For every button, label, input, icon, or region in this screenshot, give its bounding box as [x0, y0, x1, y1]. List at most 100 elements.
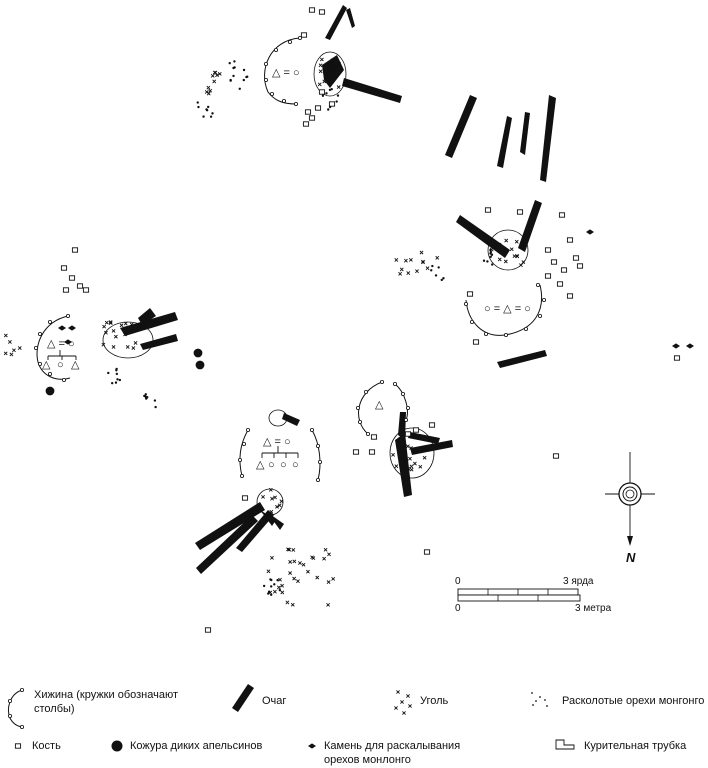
hut-post — [38, 331, 43, 336]
bone — [308, 115, 316, 121]
hearth — [456, 215, 510, 258]
nut-shell-dot — [276, 578, 279, 582]
hearth — [325, 5, 347, 40]
charcoal-mark — [131, 346, 136, 351]
charcoal-mark — [318, 63, 323, 68]
nut-shell-dot — [270, 593, 273, 596]
nut-shell-dot — [118, 378, 122, 382]
nut-shell-dot — [145, 397, 148, 400]
nut-shell-dot — [110, 381, 114, 385]
nut-cracking-stone — [68, 325, 76, 331]
bone — [314, 105, 322, 111]
bone — [472, 339, 480, 345]
hut-post — [403, 417, 408, 422]
nut-shell-dot — [115, 369, 118, 372]
bone — [241, 495, 249, 501]
nut-shell-dot — [437, 266, 440, 269]
nut-shell-dot — [116, 378, 119, 381]
nut-shell-dot — [238, 87, 241, 91]
bone — [466, 291, 474, 297]
legend-symbols — [7, 684, 575, 752]
hearth — [497, 116, 512, 168]
charcoal-mark — [17, 346, 22, 351]
scale-meters-label: 3 метра — [575, 603, 612, 614]
legend-hut-symbol — [8, 689, 23, 728]
nut-shell-dot — [431, 264, 434, 268]
charcoal-mark — [394, 464, 399, 469]
hut-post — [365, 431, 370, 436]
hut-post — [463, 301, 468, 306]
hut-post — [400, 391, 405, 396]
nut-shell-dot — [242, 68, 246, 72]
charcoal-mark — [422, 455, 427, 460]
charcoal-mark — [11, 348, 16, 353]
charcoal-mark — [292, 559, 297, 564]
charcoal-mark — [305, 569, 310, 574]
scale-bar — [457, 588, 581, 602]
hearth — [445, 95, 477, 158]
bone — [352, 449, 360, 455]
camp-4-child-4: ○ — [292, 459, 299, 471]
charcoal-mark — [406, 270, 411, 276]
charcoal-mark — [503, 259, 508, 264]
hut-post — [355, 405, 360, 410]
scale-zero-top: 0 — [455, 576, 461, 587]
nut-shell-dot — [107, 371, 110, 375]
bone — [318, 9, 326, 15]
scale-yards-label: 3 ярда — [563, 576, 594, 587]
charcoal-mark — [208, 88, 213, 93]
bone — [552, 453, 560, 459]
camp-1-kinship: △ = ○ — [272, 67, 300, 79]
nut-shell-dot — [482, 259, 486, 262]
camp-3 — [36, 308, 178, 380]
hut-outline — [358, 381, 383, 435]
hut-outline — [36, 315, 71, 380]
hearth-ash-area — [487, 229, 529, 271]
charcoal-mark — [292, 576, 297, 581]
bone — [544, 273, 552, 279]
legend-stone-symbol — [308, 743, 316, 749]
hut-post — [281, 99, 286, 104]
nut-shell-dot — [489, 248, 492, 252]
nut-shell-dot — [442, 277, 445, 280]
charcoal-mark — [288, 559, 293, 564]
nut-shell-dot — [232, 74, 235, 78]
charcoal-mark — [317, 82, 322, 87]
charcoal-mark — [297, 560, 302, 566]
nut-shell-dot — [207, 105, 210, 109]
charcoal-mark — [288, 570, 293, 576]
nut-shell-dot — [330, 87, 333, 91]
bone — [560, 267, 568, 273]
nut-shell-dot — [440, 278, 443, 282]
charcoal-mark — [509, 247, 514, 252]
bone — [404, 431, 412, 437]
bone — [300, 32, 308, 38]
hearth — [398, 412, 406, 440]
camp-2 — [445, 95, 556, 368]
charcoal-mark — [272, 589, 277, 594]
hut-post — [263, 62, 268, 67]
charcoal-mark — [9, 352, 14, 357]
nut-shell-dot — [490, 253, 494, 256]
camp-4-child-2: ○ — [268, 459, 275, 471]
bone — [328, 101, 336, 107]
legend-peel-symbol — [111, 740, 123, 752]
charcoal-mark — [7, 339, 12, 344]
bone — [318, 89, 326, 95]
hearth — [138, 308, 156, 325]
charcoal-mark — [295, 579, 300, 584]
camp-3-child-1: △ — [42, 359, 51, 371]
charcoal-mark — [204, 89, 209, 94]
hut-post — [273, 48, 278, 53]
hearth — [540, 95, 556, 182]
scale-zero-bottom: 0 — [455, 603, 461, 614]
charcoal-mark — [280, 583, 285, 588]
hut-post — [245, 427, 250, 432]
camp-3-child-3: △ — [71, 359, 80, 371]
hut-outline — [311, 429, 321, 481]
legend-pipe-symbol — [555, 739, 575, 750]
hearth — [140, 334, 178, 350]
kinship-lines — [261, 446, 299, 458]
hut-post — [34, 345, 39, 350]
